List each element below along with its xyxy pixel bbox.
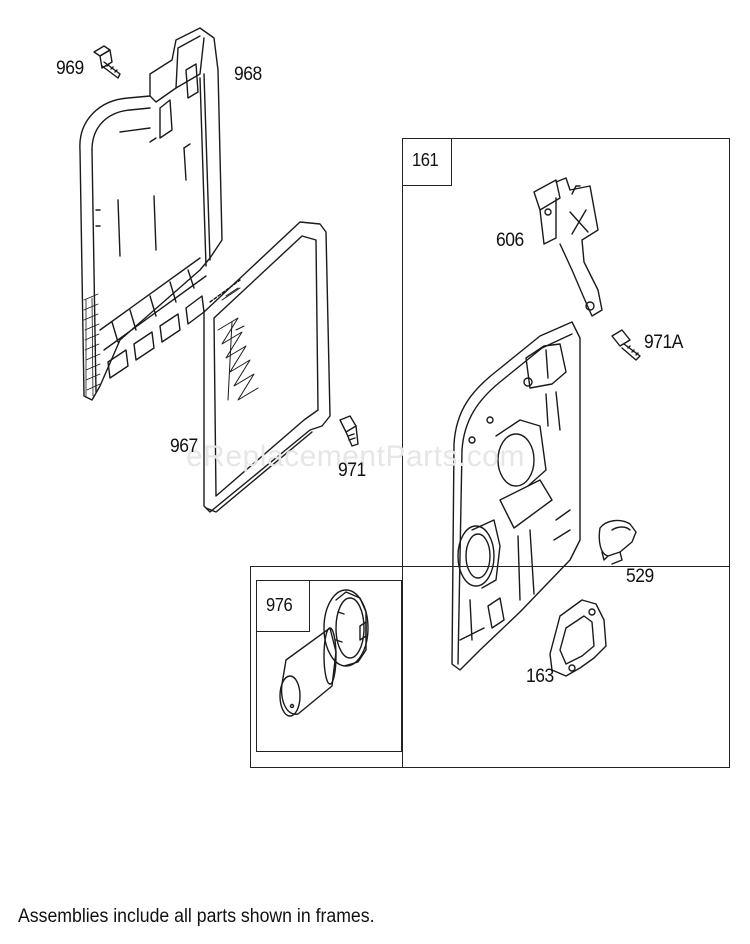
callout-971a: 971A xyxy=(644,332,683,353)
gasket-163 xyxy=(549,599,607,677)
bracket-606 xyxy=(533,177,603,317)
frame-161-cover xyxy=(252,568,403,570)
filter-element-976 xyxy=(279,589,369,717)
air-filter-967 xyxy=(203,221,331,513)
callout-967: 967 xyxy=(170,436,198,457)
assembly-frame-161-lower xyxy=(250,566,730,768)
carburetor-161 xyxy=(451,321,581,671)
frame-tab-976 xyxy=(256,580,310,632)
footnote: Assemblies include all parts shown in fr… xyxy=(18,906,375,927)
callout-163: 163 xyxy=(526,666,554,687)
screw-971a xyxy=(611,329,641,361)
watermark: eReplacementParts.com xyxy=(186,440,525,473)
callout-161: 161 xyxy=(412,150,439,170)
callout-969: 969 xyxy=(56,58,84,79)
assembly-frame-161 xyxy=(402,138,730,768)
screw-971 xyxy=(339,415,359,447)
frame-tab-161 xyxy=(402,138,452,186)
callout-971: 971 xyxy=(338,460,366,481)
air-cleaner-base-968 xyxy=(79,27,223,401)
callout-529: 529 xyxy=(626,566,654,587)
screw-969 xyxy=(93,45,121,79)
callout-606: 606 xyxy=(496,230,524,251)
callout-968: 968 xyxy=(234,64,262,85)
callout-976: 976 xyxy=(266,595,293,615)
assembly-frame-976 xyxy=(256,580,402,752)
bowl-529 xyxy=(598,519,637,565)
